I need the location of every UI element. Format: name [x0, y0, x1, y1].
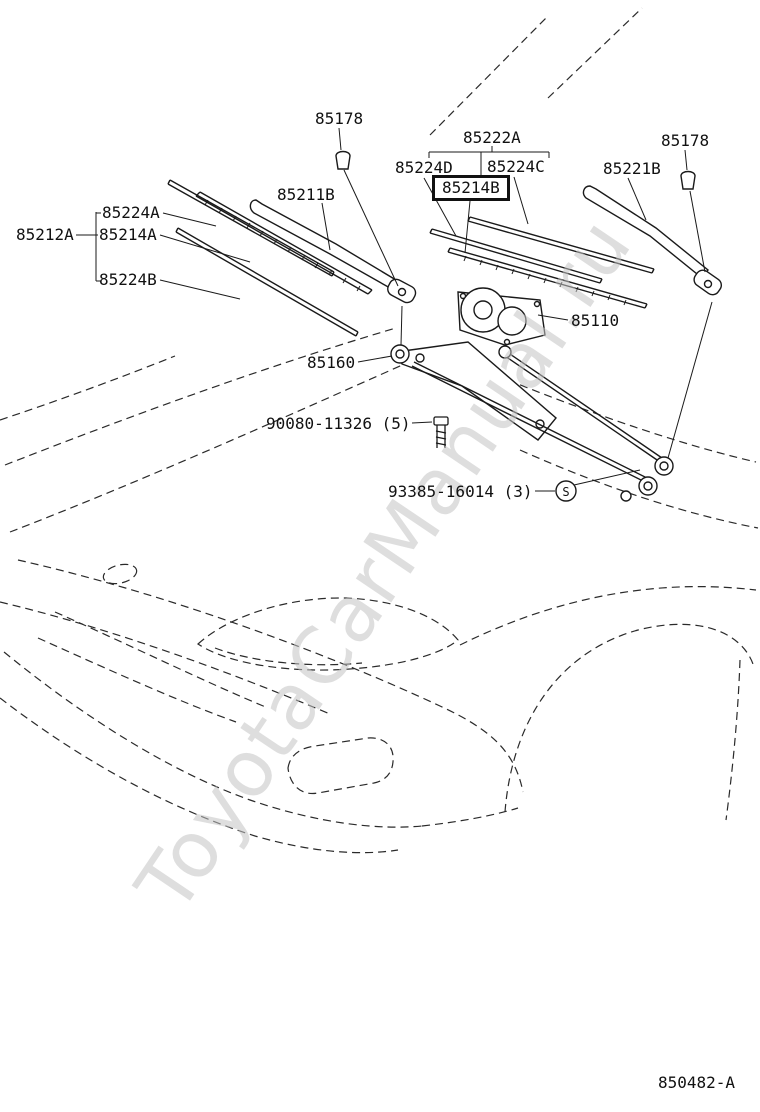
leader-lines: [76, 127, 713, 492]
arm-body: [582, 185, 709, 280]
frame-hole: [415, 353, 425, 363]
a-pillar-line: [547, 7, 643, 99]
motor-bolt: [503, 338, 511, 346]
arm-pivot-hole: [703, 279, 713, 289]
part-label-85178-right: 85178: [661, 131, 710, 150]
part-label-85224A: 85224A: [102, 203, 160, 222]
wiper-arm-left: [249, 199, 417, 304]
bumper-line: [0, 697, 399, 854]
wiper-blade-left: [167, 179, 373, 337]
part-label-85211B: 85211B: [277, 185, 335, 204]
part-label-85212A: 85212A: [16, 225, 74, 244]
motor-bolt: [459, 292, 467, 300]
part-label-85222A: 85222A: [463, 128, 521, 147]
rubber-strip: [429, 228, 603, 284]
headlight: [197, 597, 459, 671]
bumper-line: [421, 807, 519, 827]
a-pillar-line: [429, 15, 549, 136]
motor-gear-housing: [497, 306, 527, 336]
wiper-arm-right: [582, 185, 723, 296]
linkage-frame: [394, 341, 557, 441]
part-label-85178-left: 85178: [315, 109, 364, 128]
blade-hatching: [463, 255, 627, 306]
part-label-90080-11326: 90080-11326 (5): [266, 414, 411, 433]
part-label-85110: 85110: [571, 311, 620, 330]
rubber-strip: [175, 227, 359, 337]
pivot-cap-right: [680, 170, 696, 190]
car-body-outline: [0, 7, 759, 854]
grille-line: [37, 637, 237, 723]
part-label-85221B: 85221B: [603, 159, 661, 178]
blade-frame: [195, 191, 373, 295]
part-label-85224D: 85224D: [395, 158, 453, 177]
blade-hatching: [204, 199, 361, 292]
arm-pivot-hole: [397, 287, 407, 297]
toyota-emblem: [102, 563, 138, 585]
s-marker-text: S: [562, 485, 569, 499]
drawing-number: 850482-A: [658, 1073, 736, 1092]
link-rod: [504, 351, 663, 463]
part-label-85224C: 85224C: [487, 157, 545, 176]
linkage-pivot-left-hole: [395, 349, 405, 359]
part-label-85224B: 85224B: [99, 270, 157, 289]
rubber-strip: [167, 179, 335, 277]
fender-top: [459, 586, 757, 646]
headlight-inner: [214, 647, 363, 666]
linkage-pivot-right-hole: [643, 481, 653, 491]
linkage-pivot-small: [620, 490, 632, 502]
link-rod: [411, 361, 648, 483]
wheel-arch: [504, 623, 754, 813]
blade-frame: [447, 247, 648, 309]
pivot-cap-left: [335, 150, 351, 170]
wiper-blade-right: [429, 216, 655, 309]
motor-shaft: [473, 300, 493, 320]
grille-line: [54, 611, 269, 709]
part-label-93385-16014: 93385-16014 (3): [388, 482, 533, 501]
cowl-line: [9, 349, 437, 533]
wiper-motor: [457, 287, 546, 346]
crank-pivot: [498, 345, 512, 359]
bolt-head: [433, 416, 449, 426]
rubber-strip: [467, 216, 655, 274]
wiper-linkage: [390, 341, 674, 502]
bolt-90080: [433, 416, 449, 448]
hood-crease: [0, 601, 331, 715]
cowl-line: [519, 449, 759, 529]
cowl-line: [0, 355, 176, 421]
s-marker: S: [555, 480, 577, 502]
part-label-85214A: 85214A: [99, 225, 157, 244]
arm-body: [249, 199, 398, 289]
bolt-shaft: [435, 425, 447, 448]
cowl-line: [4, 327, 397, 466]
fog-lamp: [287, 737, 394, 795]
motor-bolt: [533, 300, 541, 308]
part-label-85214B-highlighted: 85214B: [432, 175, 510, 201]
side-line: [725, 659, 741, 821]
part-label-85160: 85160: [307, 353, 356, 372]
linkage-pivot-right2-hole: [659, 461, 669, 471]
hood-edge: [17, 559, 524, 793]
